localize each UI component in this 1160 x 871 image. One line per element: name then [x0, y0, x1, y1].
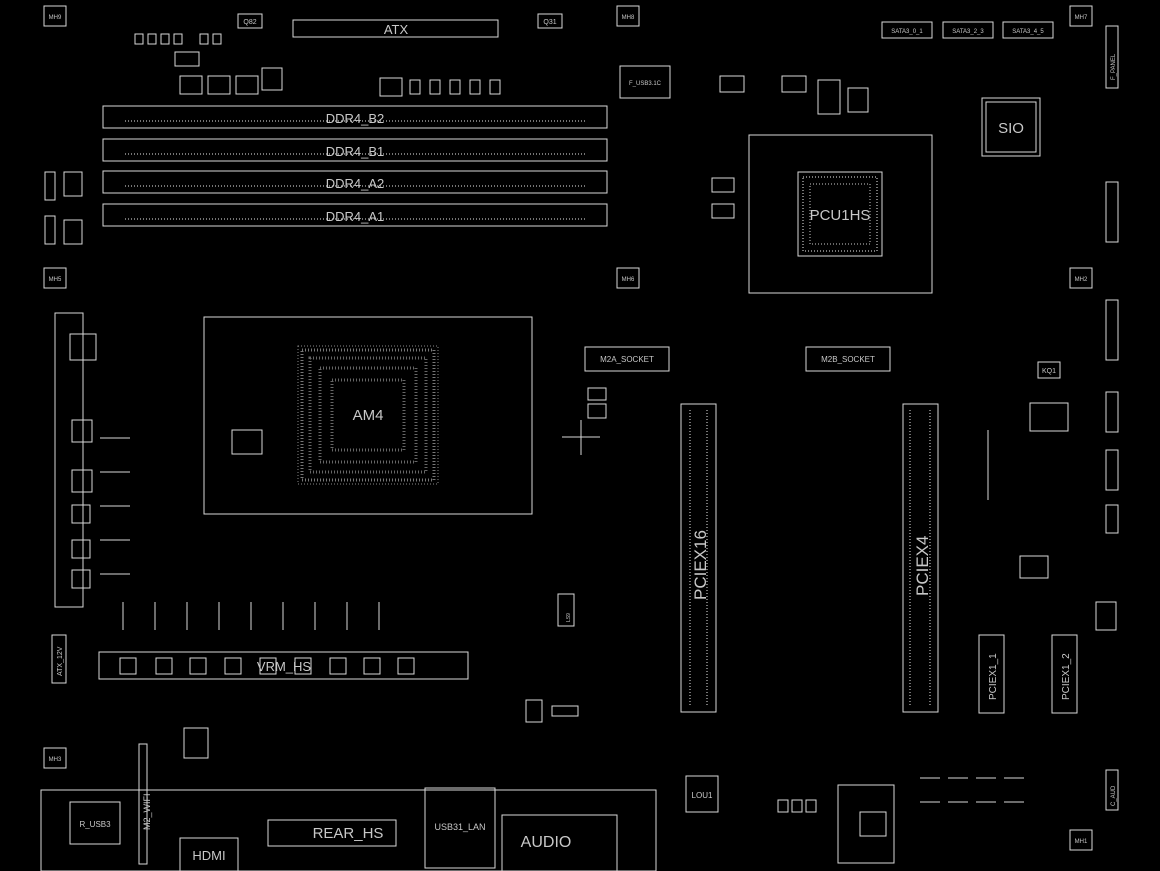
vrm-hs-label: VRM_HS [257, 659, 312, 674]
hdmi-label: HDMI [192, 848, 225, 863]
ddr4-b2-slot [102, 105, 608, 129]
m2b-label: M2B_SOCKET [821, 355, 875, 364]
r-usb-label: R_USB3 [79, 820, 111, 829]
pciex4-slot [902, 403, 939, 713]
m2a-label: M2A_SOCKET [600, 355, 654, 364]
mh-label: MH3 [49, 757, 62, 763]
mh-label: MH5 [49, 277, 62, 283]
ls9-label: LS9 [566, 613, 572, 622]
cpu-socket-label: AM4 [353, 407, 384, 424]
sata-headers: SATA3_0_1 SATA3_2_3 SATA3_4_5 [881, 21, 1054, 39]
inductors [122, 602, 380, 630]
sata-label: SATA3_4_5 [1012, 29, 1044, 35]
pciex1-2-label: PCIEX1_2 [1061, 653, 1072, 700]
pciex1-2-slot [1051, 634, 1078, 714]
q82-chip [237, 13, 263, 29]
pciex16-label: PCIEX16 [691, 530, 710, 600]
mounting-holes: MH9 MH8 MH7 MH5 MH6 MH2 MH3 MH1 [43, 5, 1093, 851]
pciex4-label: PCIEX4 [913, 536, 932, 596]
c-aud-label: C_AUD [1111, 785, 1117, 806]
atx12v-label: ATX_12V [57, 646, 64, 676]
ddr4-a2-label: DDR4_A2 [326, 176, 385, 191]
usb31-lan-label: USB31_LAN [434, 822, 485, 832]
ddr4-a1-label: DDR4_A1 [326, 209, 385, 224]
q31-chip [537, 13, 563, 29]
mh-label: MH7 [1075, 15, 1088, 21]
bottom-components: LOU1 LS9 [525, 593, 895, 864]
ddr4-b2-label: DDR4_B2 [326, 111, 385, 126]
rear-io: R_USB3 M2_WIFI HDMI REAR_HS USB31_LAN AU… [40, 727, 657, 871]
left-io-column: ATX_12V [44, 171, 130, 684]
kq1-label: KQ1 [1042, 368, 1056, 375]
q82-label: Q82 [243, 19, 256, 26]
sata-label: SATA3_2_3 [952, 29, 984, 35]
top-passives: F_USB3.1C [134, 33, 671, 99]
m2-sockets: M2A_SOCKET M2B_SOCKET [562, 346, 891, 455]
sio-label: SIO [998, 120, 1024, 137]
mh-label: MH6 [622, 277, 635, 283]
ddr4-slots: DDR4_B2 DDR4_B1 DDR4_A2 DDR4_A1 [102, 105, 608, 227]
mh-label: MH9 [49, 15, 62, 21]
audio-label: AUDIO [521, 834, 572, 851]
ddr4-a1-slot [102, 203, 608, 227]
atx-label: ATX [384, 22, 409, 37]
f-usb3-label: F_USB3.1C [629, 81, 662, 87]
ddr4-a2-slot [102, 170, 608, 194]
q31-label: Q31 [543, 19, 556, 26]
pciex16-slot [680, 403, 717, 713]
right-headers: F_PANEL C_AUD KQ1 [1019, 25, 1119, 811]
chipset-label: PCU1HS [810, 207, 871, 224]
f-panel-label: F_PANEL [1111, 53, 1117, 80]
mh-label: MH2 [1075, 277, 1088, 283]
atx-connector: ATX [292, 19, 499, 38]
mh-label: MH1 [1075, 839, 1088, 845]
mh-label: MH8 [622, 15, 635, 21]
ddr4-b1-slot [102, 138, 608, 162]
sata-label: SATA3_0_1 [891, 29, 923, 35]
pcie-slots: PCIEX16 PCIEX4 PCIEX1_1 PCIEX1_2 [680, 403, 1078, 714]
m2-wifi-label: M2_WIFI [142, 793, 152, 830]
pciex1-1-slot [978, 634, 1005, 714]
ddr4-b1-label: DDR4_B1 [326, 144, 385, 159]
pciex1-1-label: PCIEX1_1 [988, 653, 999, 700]
lou1-label: LOU1 [692, 791, 713, 800]
vrm-heatsink: VRM_HS [98, 651, 469, 680]
chipset: PCU1HS [711, 75, 933, 294]
sio-chip: SIO [981, 97, 1041, 157]
traces [920, 430, 1030, 803]
rear-hs-label: REAR_HS [313, 825, 384, 842]
cpu-socket: AM4 [203, 316, 533, 515]
